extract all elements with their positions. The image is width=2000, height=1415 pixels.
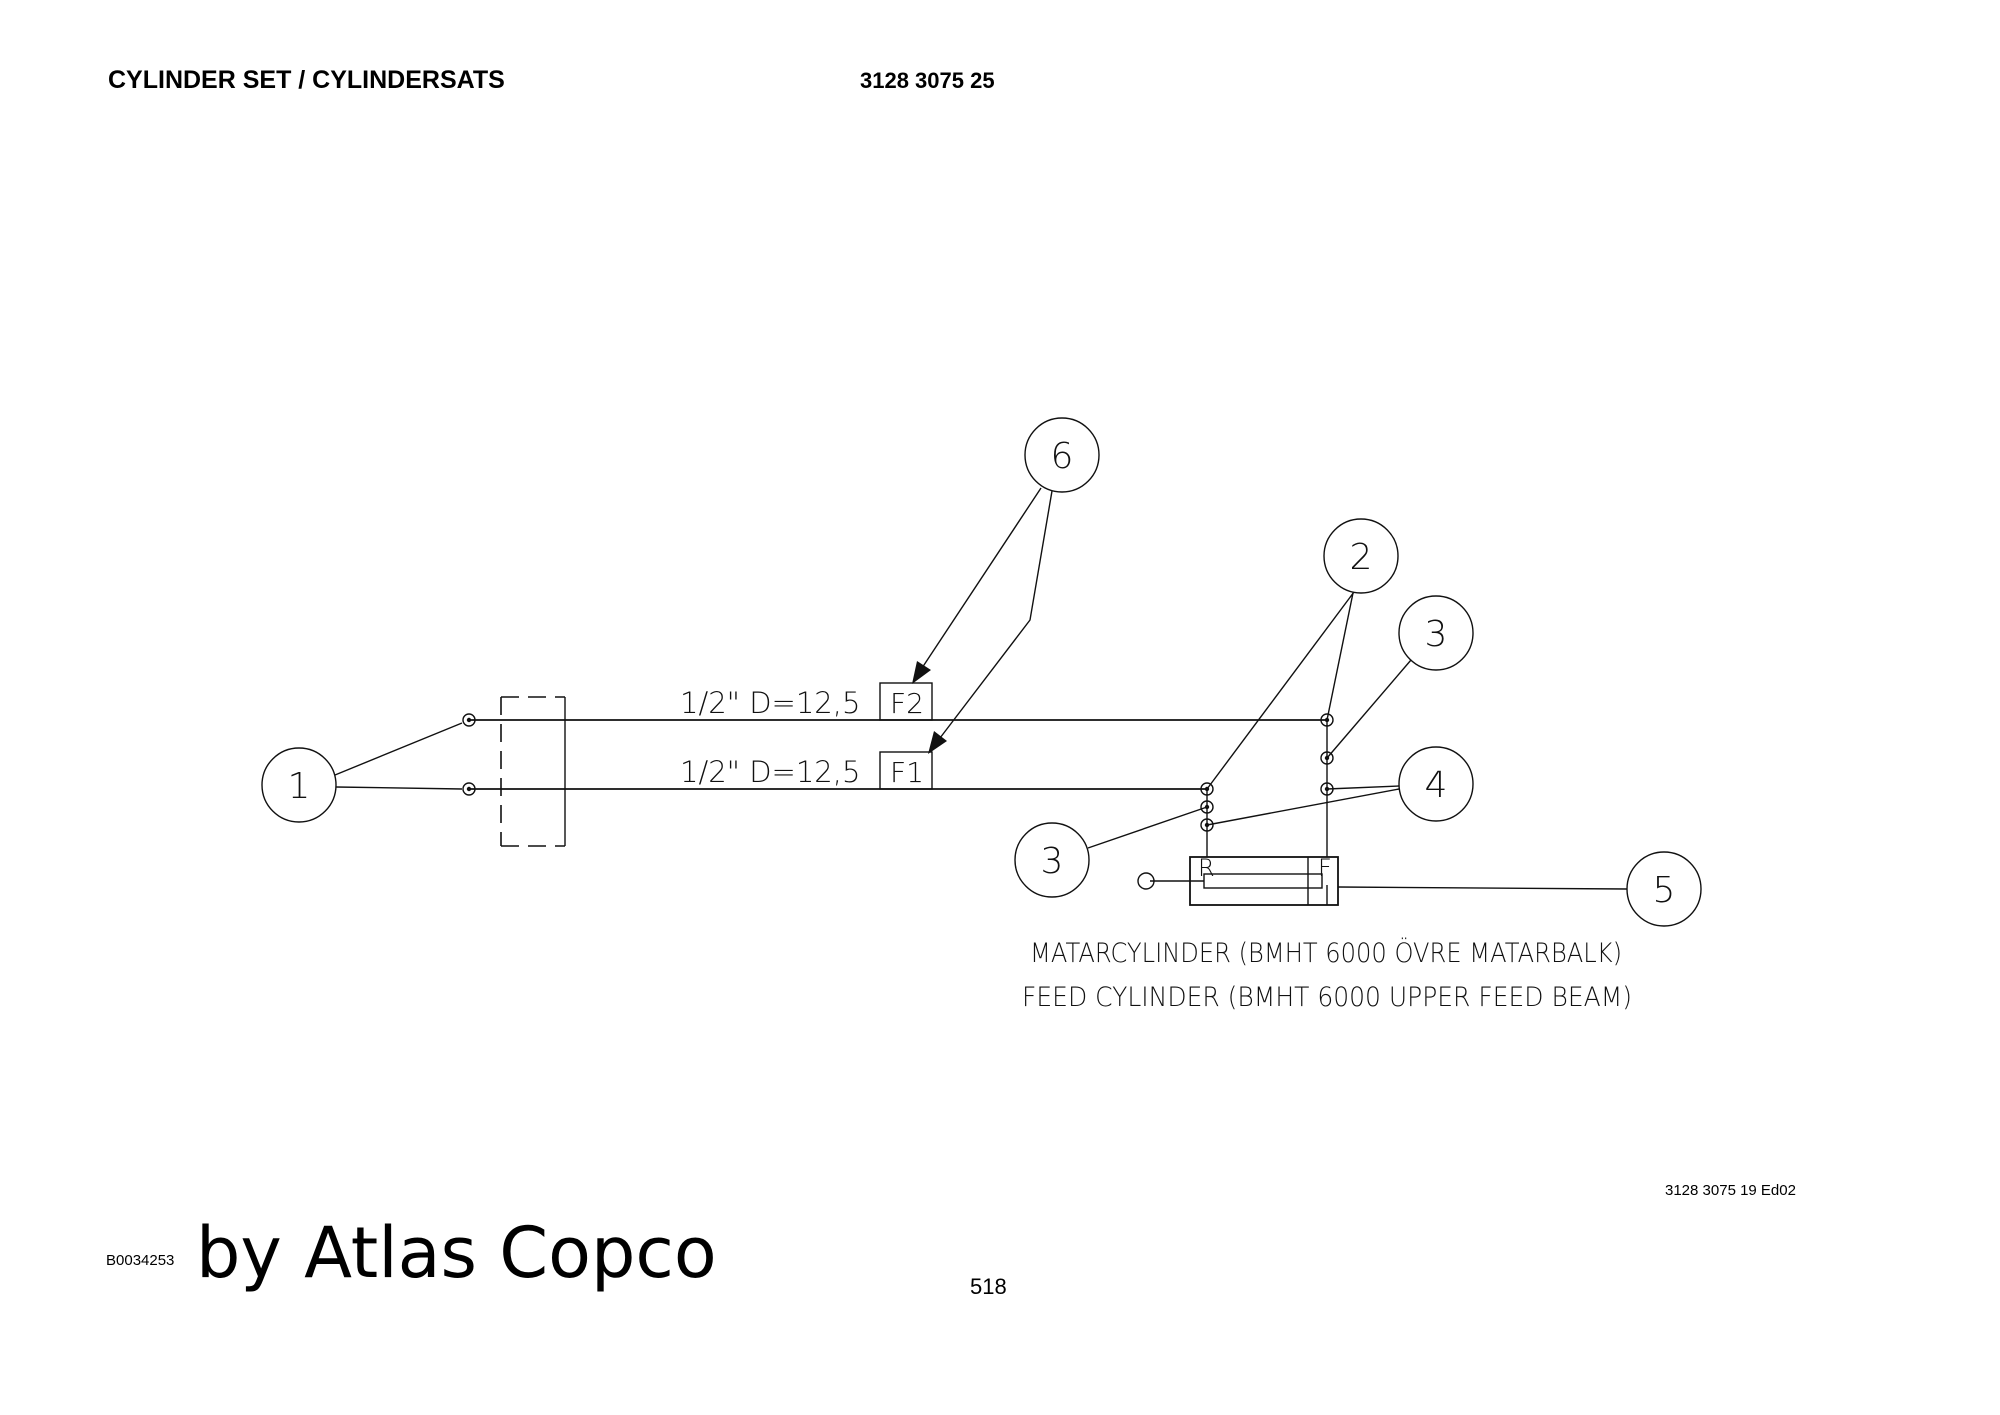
leader-2-r bbox=[1206, 591, 1355, 790]
hose-clamp bbox=[500, 696, 566, 847]
balloon-6: 6 bbox=[1024, 417, 1100, 493]
hose-label-lower: 1/2" D=12,5 bbox=[680, 755, 860, 789]
leader-2-f bbox=[1326, 592, 1354, 721]
port-box-f2 bbox=[879, 682, 933, 721]
document-code: B0034253 bbox=[106, 1252, 175, 1269]
caption-swedish: MATARCYLINDER (BMHT 6000 ÖVRE MATARBALK) bbox=[1030, 937, 1622, 969]
page-title: CYLINDER SET / CYLINDERSATS bbox=[108, 66, 505, 94]
port-box-f1 bbox=[879, 751, 933, 790]
svg-text:6: 6 bbox=[1051, 436, 1074, 477]
leader-6-f2 bbox=[921, 487, 1042, 669]
leader-6-f1 bbox=[939, 490, 1053, 739]
cylinder-port-r: R bbox=[1198, 854, 1215, 882]
drawing-reference: 3128 3075 19 Ed02 bbox=[1665, 1182, 1796, 1199]
feed-cylinder bbox=[1137, 856, 1339, 906]
leader-4-f bbox=[1326, 785, 1400, 790]
balloon-5: 5 bbox=[1626, 851, 1702, 927]
cylinder-port-f: F bbox=[1318, 854, 1332, 882]
balloon-3-lower: 3 bbox=[1014, 822, 1090, 898]
leader-1-upper bbox=[334, 722, 463, 776]
balloon-4: 4 bbox=[1398, 746, 1474, 822]
brand-footer: by Atlas Copco bbox=[196, 1212, 717, 1294]
hose-label-upper: 1/2" D=12,5 bbox=[680, 686, 860, 720]
svg-text:4: 4 bbox=[1425, 765, 1448, 806]
caption-english: FEED CYLINDER (BMHT 6000 UPPER FEED BEAM… bbox=[1022, 982, 1632, 1013]
fitting-left-upper bbox=[462, 713, 476, 727]
leader-3-upper bbox=[1326, 659, 1412, 759]
leader-1-lower bbox=[335, 786, 463, 790]
svg-text:3: 3 bbox=[1425, 614, 1448, 655]
arrowhead-6-f1 bbox=[928, 731, 947, 754]
balloon-1: 1 bbox=[261, 747, 337, 823]
svg-text:2: 2 bbox=[1350, 537, 1373, 578]
svg-text:1: 1 bbox=[288, 766, 311, 807]
svg-text:3: 3 bbox=[1041, 841, 1064, 882]
arrowhead-6-f2 bbox=[912, 661, 931, 684]
fitting-left-lower bbox=[462, 782, 476, 796]
part-number: 3128 3075 25 bbox=[860, 68, 995, 93]
leader-4-r bbox=[1206, 788, 1400, 826]
page-number: 518 bbox=[970, 1274, 1007, 1299]
port-box-f2-label: F2 bbox=[890, 687, 924, 720]
port-box-f1-label: F1 bbox=[890, 756, 924, 789]
svg-text:5: 5 bbox=[1653, 870, 1676, 911]
leader-3-lower bbox=[1087, 806, 1208, 849]
leader-5 bbox=[1337, 886, 1628, 890]
balloon-3-upper: 3 bbox=[1398, 595, 1474, 671]
balloon-2: 2 bbox=[1323, 518, 1399, 594]
